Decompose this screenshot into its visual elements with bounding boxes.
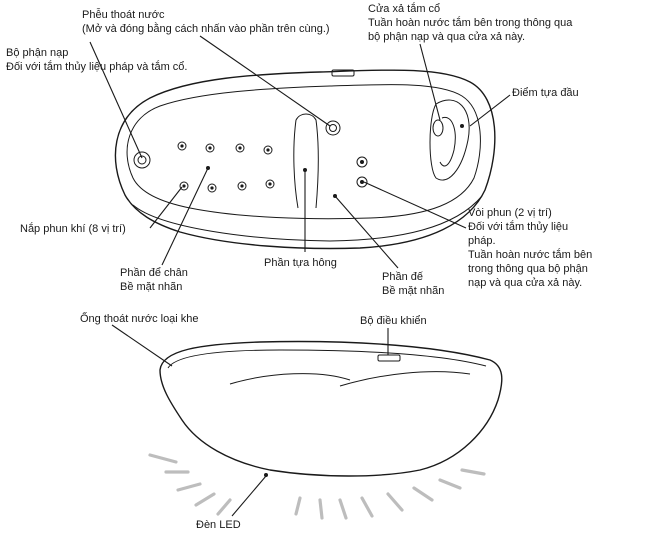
label-neck-outlet-line1: Tuần hoàn nước tắm bên trong thông qua bbox=[368, 17, 573, 29]
intake-icon bbox=[133, 151, 151, 169]
overflow-drain-icon bbox=[325, 120, 341, 136]
label-intake: Bộ phận nạp Đối với tắm thủy liệu pháp v… bbox=[6, 46, 187, 74]
label-nozzles-line5: nạp và qua cửa xả này. bbox=[468, 277, 583, 289]
label-hip-rest-title: Phần tựa hông bbox=[264, 257, 337, 269]
label-slot-drain: Ống thoát nước loại khe bbox=[80, 312, 199, 326]
label-neck-outlet-title: Cửa xả tắm cổ bbox=[368, 3, 441, 15]
label-air-jets: Nắp phun khí (8 vị trí) bbox=[20, 222, 126, 236]
label-neck-outlet-line2: bộ phận nạp và qua cửa xả này. bbox=[368, 31, 525, 43]
label-overflow: Phễu thoát nước (Mở và đóng bằng cách nh… bbox=[82, 8, 330, 36]
label-nozzles-line1: Đối với tắm thủy liệu bbox=[468, 221, 569, 233]
nozzle-icon bbox=[356, 156, 368, 168]
tub-outer-shell bbox=[114, 69, 496, 250]
label-headrest: Điểm tựa đầu bbox=[512, 86, 579, 100]
label-air-jets-title: Nắp phun khí (8 vị trí) bbox=[20, 223, 126, 235]
label-overflow-title: Phễu thoát nước bbox=[82, 9, 165, 21]
label-led: Đèn LED bbox=[196, 518, 241, 532]
label-intake-note: Đối với tắm thủy liệu pháp và tắm cổ. bbox=[6, 61, 188, 73]
label-foot-rest: Phần để chân Bề mặt nhãn bbox=[120, 266, 188, 294]
label-nozzles: Vòi phun (2 vị trí) Đối với tắm thủy liệ… bbox=[468, 206, 592, 290]
headrest-shape bbox=[429, 99, 470, 181]
tub-side-body bbox=[159, 340, 503, 477]
label-led-title: Đèn LED bbox=[196, 519, 241, 531]
label-intake-title: Bộ phận nạp bbox=[6, 47, 69, 59]
label-foot-rest-note: Bề mặt nhãn bbox=[120, 281, 183, 293]
label-controller: Bộ điều khiển bbox=[360, 314, 427, 328]
label-controller-title: Bộ điều khiển bbox=[360, 315, 427, 327]
tub-side-view bbox=[159, 340, 503, 477]
label-hip-rest: Phần tựa hông bbox=[264, 256, 337, 270]
nozzle-icon bbox=[356, 176, 368, 188]
label-nozzles-title: Vòi phun (2 vị trí) bbox=[468, 207, 552, 219]
hip-rest-shape bbox=[293, 113, 319, 209]
tub-rim-inner bbox=[126, 84, 481, 220]
label-overflow-note: (Mở và đóng bằng cách nhấn vào phần trên… bbox=[82, 23, 330, 35]
label-seat: Phần đế Bề mặt nhãn bbox=[382, 270, 444, 298]
label-nozzles-line2: pháp. bbox=[468, 235, 496, 247]
tub-top-view bbox=[114, 69, 496, 250]
label-seat-note: Bề mặt nhãn bbox=[382, 285, 445, 297]
neck-outlet-icon bbox=[432, 119, 444, 137]
label-neck-outlet: Cửa xả tắm cổ Tuần hoàn nước tắm bên tro… bbox=[368, 2, 572, 44]
label-foot-rest-title: Phần để chân bbox=[120, 267, 188, 279]
label-seat-title: Phần đế bbox=[382, 271, 423, 283]
led-light-rays bbox=[148, 453, 486, 520]
top-console-icon bbox=[331, 69, 355, 77]
controller-icon bbox=[377, 354, 401, 362]
label-headrest-title: Điểm tựa đầu bbox=[512, 87, 579, 99]
tub-base-line bbox=[132, 195, 483, 242]
label-nozzles-line3: Tuần hoàn nước tắm bên bbox=[468, 249, 593, 261]
label-nozzles-line4: trong thông qua bộ phận bbox=[468, 263, 588, 275]
top-leader-lines bbox=[89, 35, 511, 269]
air-jet-icons bbox=[177, 141, 275, 193]
bottom-leader-lines bbox=[111, 324, 389, 517]
slot-drain-rim bbox=[167, 349, 487, 369]
label-slot-drain-title: Ống thoát nước loại khe bbox=[80, 313, 199, 325]
